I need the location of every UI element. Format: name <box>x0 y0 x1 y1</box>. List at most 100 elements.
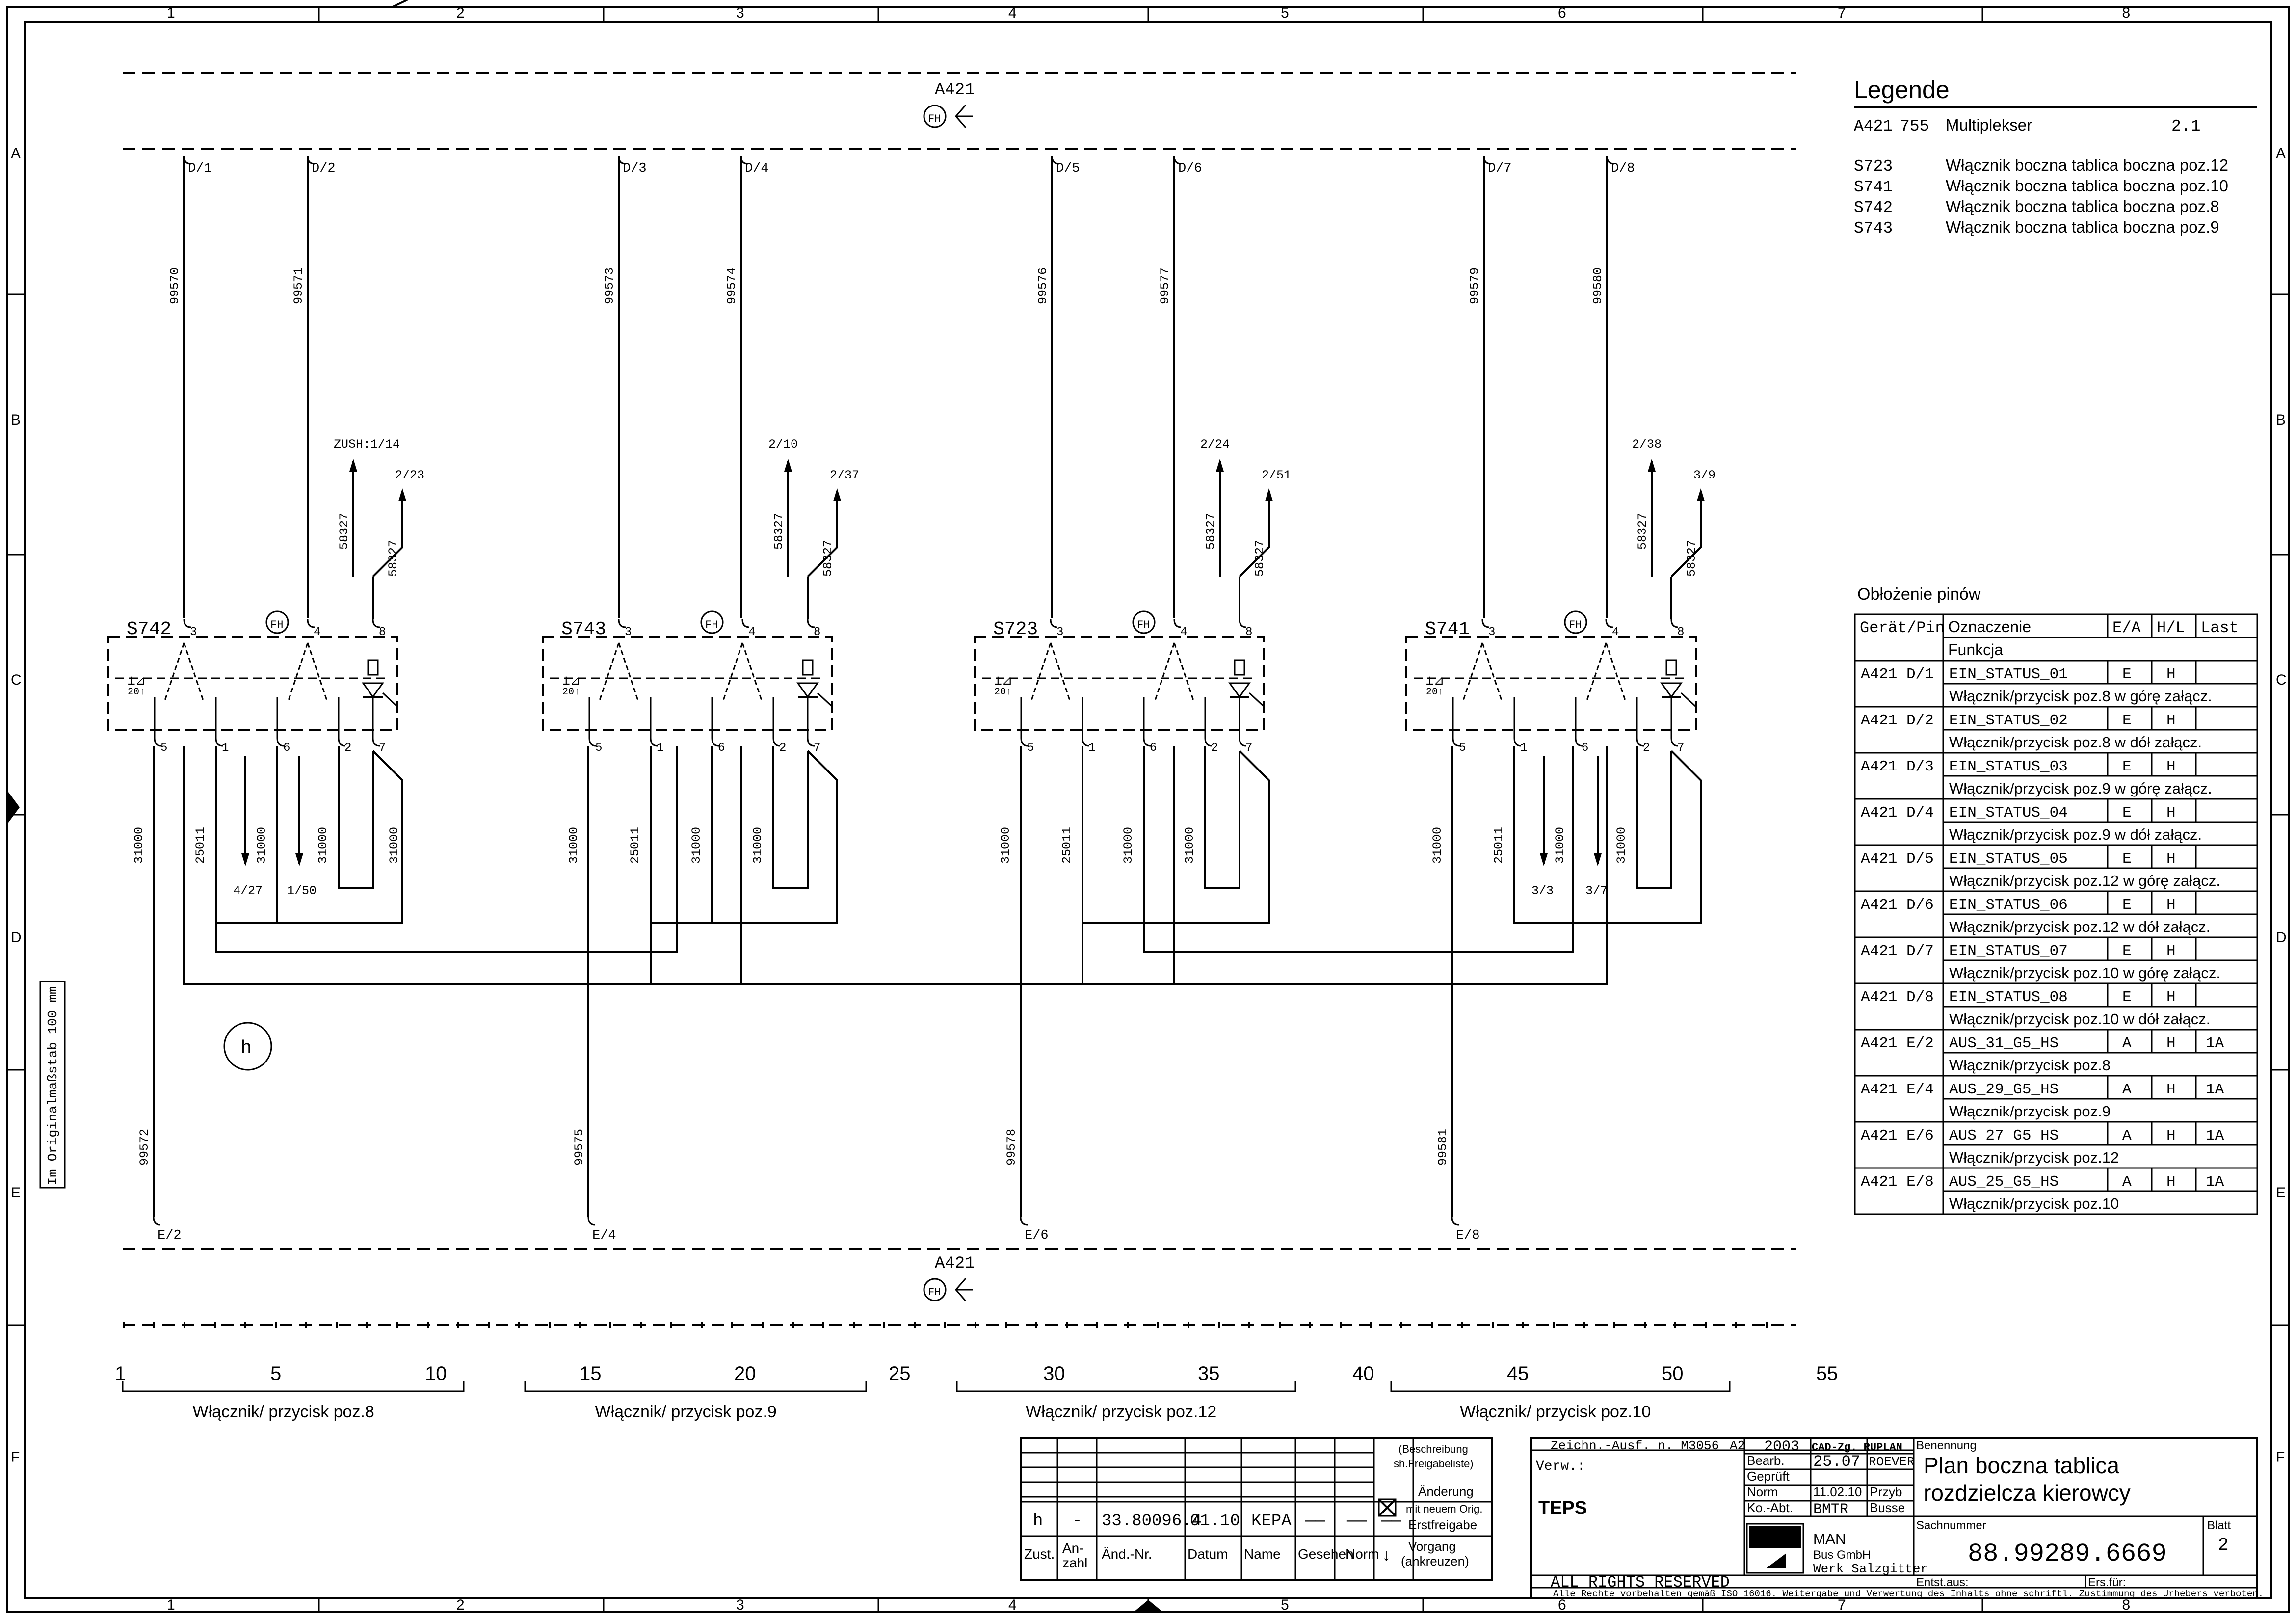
actuator-icon: ⊥⊿ <box>128 674 146 689</box>
revision-cell: 33.80096.4 <box>1102 1512 1202 1531</box>
arrow-down-icon <box>295 853 303 866</box>
center-mark-left-icon <box>7 790 20 824</box>
pin-cell: A421 E/4 <box>1861 1081 1934 1098</box>
switch-pin-icon <box>1082 738 1090 747</box>
switch-pin-label: 7 <box>814 742 820 755</box>
led-icon <box>362 682 384 698</box>
wire-number: 31000 <box>255 827 269 864</box>
revision-note: mit neuem Orig. <box>1406 1503 1483 1515</box>
revision-table <box>1020 1437 1493 1581</box>
switch-pin-label: 4 <box>1180 626 1187 639</box>
pin-hl-cell: H <box>2166 1173 2176 1191</box>
koabt-value: BMTR <box>1813 1501 1848 1518</box>
switch-mid-label: 20↑ <box>562 687 580 698</box>
company-name: Bus GmbH <box>1813 1548 1871 1562</box>
contact-blade <box>1481 642 1503 702</box>
switch-pin-label: 4 <box>314 626 320 639</box>
revision-cell: —— <box>1381 1512 1401 1531</box>
wire-number: 31000 <box>999 827 1013 864</box>
ground-loop <box>650 746 838 924</box>
switch-pin-label: 5 <box>160 742 167 755</box>
scale-tick-label: 30 <box>1043 1363 1065 1384</box>
company-site: Werk Salzgitter <box>1813 1562 1928 1576</box>
pin-name-cell: EIN_STATUS_03 <box>1949 758 2068 775</box>
pin-cell: A421 D/3 <box>1861 758 1934 775</box>
outer-border <box>6 6 2290 1613</box>
bus-connector-icon <box>955 1278 973 1301</box>
row-marker-right: C <box>2276 672 2287 688</box>
bus-pin-label: D/1 <box>188 161 212 176</box>
wire-number: 31000 <box>387 827 401 864</box>
switch-pin-label: 6 <box>1582 742 1588 755</box>
pin-cell: A421 D/8 <box>1861 989 1934 1006</box>
legend-code: S743 <box>1854 219 1893 238</box>
pin-cell: A421 D/4 <box>1861 804 1934 822</box>
pin-ea-cell: E <box>2122 804 2132 822</box>
switch-pin-icon <box>1173 619 1182 628</box>
cross-reference: 1/50 <box>287 884 317 898</box>
ground-loop <box>215 746 403 924</box>
switch-pin-icon <box>1050 619 1058 628</box>
arrow-up-icon <box>1265 488 1273 501</box>
pin-ea-cell: E <box>2122 758 2132 775</box>
switch-pin-icon <box>1239 738 1247 747</box>
led-icon <box>1228 682 1251 698</box>
pin-name-cell: AUS_29_G5_HS <box>1949 1081 2058 1098</box>
contact-blade <box>1585 642 1607 702</box>
column-marker-top: 2 <box>456 5 465 21</box>
benennung-label: Benennung <box>1916 1439 1977 1452</box>
pin-table-header-cell: H/L <box>2157 619 2185 637</box>
revision-note: Vorgang <box>1408 1539 1456 1554</box>
actuator-icon: ⊥⊿ <box>562 674 581 689</box>
resistor-icon <box>367 659 379 676</box>
switch-pin-label: 5 <box>1027 742 1034 755</box>
bus-pin-label: E/6 <box>1025 1228 1049 1243</box>
wire-number: 25011 <box>193 827 208 864</box>
row-marker-right: A <box>2276 145 2286 161</box>
wire-number: 58327 <box>772 513 786 550</box>
resistor-icon <box>1665 659 1677 676</box>
scale-tick-label: 45 <box>1507 1363 1529 1384</box>
part-number: 88.99289.6669 <box>1968 1539 2167 1568</box>
pin-cell: A421 E/8 <box>1861 1173 1934 1191</box>
fh-label: FH <box>928 113 941 125</box>
rights-reserved: ALL RIGHTS RESERVED <box>1551 1573 1730 1592</box>
bus-link <box>215 746 678 953</box>
fh-icon <box>700 610 724 634</box>
year-value: 2003 <box>1764 1438 1799 1455</box>
fold-mark <box>392 0 408 8</box>
switch-housing <box>542 636 833 731</box>
arrow-up-icon <box>1216 459 1224 472</box>
revision-header: Änd.-Nr. <box>1102 1546 1152 1562</box>
pin-function-cell: Włącznik/przycisk poz.12 <box>1949 1149 2119 1166</box>
norm-label: Norm <box>1747 1485 1778 1499</box>
man-logo-icon <box>1749 1526 1801 1548</box>
row-marker-right: D <box>2276 929 2287 946</box>
cross-reference: ZUSH:1/14 <box>334 437 400 451</box>
cad-label: CAD-Zg. RUPLAN <box>1812 1441 1902 1454</box>
wire-number: 31000 <box>316 827 330 864</box>
actuator-icon: ⊥⊿ <box>1426 674 1444 689</box>
checkbox-cross <box>1378 1498 1397 1517</box>
column-marker-bottom: 2 <box>456 1597 465 1613</box>
revision-cell: 01.10 <box>1190 1512 1240 1531</box>
checkbox-icon <box>1378 1498 1397 1517</box>
switch-pin-label: 8 <box>814 626 820 639</box>
row-marker-right: F <box>2276 1449 2285 1465</box>
pin-ea-cell: A <box>2122 1127 2132 1144</box>
contact-blade <box>1050 642 1071 702</box>
pin-ea-cell: A <box>2122 1081 2132 1098</box>
legend-description: Multiplekser <box>1946 116 2032 134</box>
revision-note: Änderung <box>1418 1484 1474 1499</box>
bus-pin-label: D/6 <box>1178 161 1202 176</box>
fh-icon <box>265 610 289 634</box>
pin-last-cell: 1A <box>2206 1035 2224 1052</box>
arrow-down-icon <box>241 853 249 866</box>
wire-number: 31000 <box>751 827 765 864</box>
bus-link <box>183 746 651 985</box>
entst-label: Entst.aus: <box>1916 1576 1969 1589</box>
revision-header: zahl <box>1062 1555 1087 1570</box>
cross-reference: 3/7 <box>1585 884 1608 898</box>
